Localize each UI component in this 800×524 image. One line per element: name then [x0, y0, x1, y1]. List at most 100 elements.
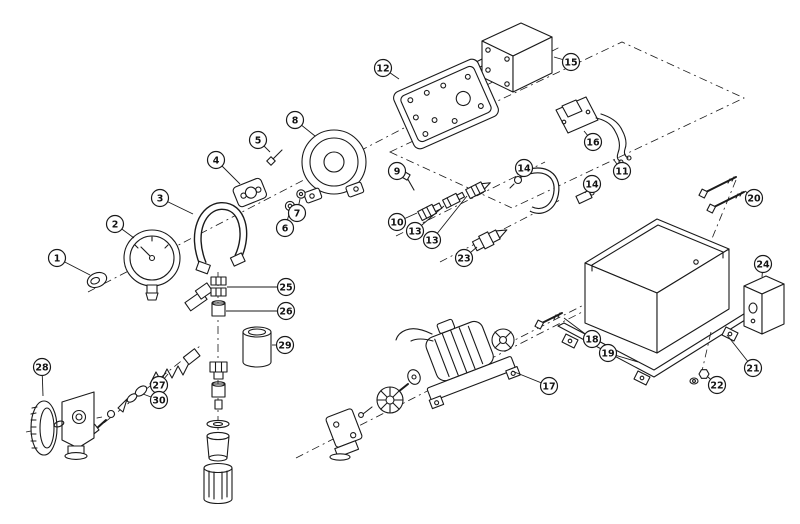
- callout-13: 13: [405, 205, 445, 241]
- callout-balloon: [275, 335, 295, 355]
- callout-number: 5: [255, 135, 262, 146]
- part-motor-mount-bracket: [325, 406, 373, 461]
- callout-29: 29: [272, 335, 295, 355]
- callout-number: 22: [710, 380, 723, 391]
- part-small-screw: [266, 149, 283, 166]
- callout-balloon: [539, 376, 559, 396]
- callout-number: 10: [390, 217, 404, 228]
- callout-19: 19: [598, 343, 639, 363]
- callout-balloon: [248, 130, 268, 150]
- callout-22: 22: [707, 375, 727, 395]
- callout-balloon: [744, 188, 764, 208]
- callout-number: 14: [517, 163, 531, 174]
- part-terminal-bracket: [555, 96, 599, 134]
- callout-balloon: [598, 343, 618, 363]
- part-knurled-knob: [30, 400, 58, 456]
- callout-number: 9: [394, 166, 401, 177]
- callout-6: 6: [275, 210, 295, 238]
- callout-balloon: [276, 277, 296, 297]
- callout-18: 18: [563, 317, 602, 349]
- callout-balloon: [387, 161, 407, 181]
- part-impeller: [376, 386, 404, 414]
- callout-number: 17: [542, 381, 555, 392]
- part-hose: [516, 167, 560, 214]
- callout-1: 1: [47, 248, 91, 276]
- callout-balloon: [753, 254, 773, 274]
- callout-8: 8: [285, 110, 316, 137]
- callout-number: 18: [585, 334, 599, 345]
- callout-balloon: [422, 230, 442, 250]
- part-screws-pair: [698, 176, 745, 214]
- part-spring-assembly: [87, 348, 201, 436]
- callout-balloon: [47, 248, 67, 268]
- callout-balloon: [582, 174, 602, 194]
- callout-number: 13: [408, 226, 421, 237]
- callout-number: 2: [112, 219, 119, 230]
- callout-balloon: [405, 221, 425, 241]
- callout-16: 16: [583, 130, 603, 152]
- callout-number: 27: [152, 380, 165, 391]
- callout-number: 19: [601, 348, 614, 359]
- callout-5: 5: [248, 130, 271, 153]
- callout-7: 7: [287, 198, 307, 223]
- callout-number: 6: [282, 223, 289, 234]
- callout-24: 24: [753, 254, 773, 278]
- callout-leader-line: [431, 195, 468, 241]
- callout-balloon: [454, 248, 474, 268]
- callout-number: 11: [615, 166, 628, 177]
- callout-number: 15: [564, 57, 577, 68]
- part-housing-screw: [534, 312, 563, 330]
- callout-number: 30: [152, 395, 166, 406]
- callout-10: 10: [387, 212, 418, 232]
- callout-number: 25: [279, 282, 292, 293]
- part-fitting-b: [442, 191, 466, 209]
- callout-30: 30: [142, 390, 169, 410]
- part-flange-bracket: [232, 177, 267, 208]
- part-base-plate: [557, 311, 754, 386]
- callout-number: 13: [425, 235, 438, 246]
- callout-balloon: [285, 110, 305, 130]
- callout-number: 3: [157, 193, 164, 204]
- callout-12: 12: [373, 58, 400, 80]
- part-compression-nuts: [210, 276, 227, 297]
- callout-number: 7: [294, 208, 301, 219]
- part-hose-connector: [509, 175, 523, 189]
- callout-20: 20: [744, 188, 764, 208]
- callout-number: 29: [278, 340, 291, 351]
- callout-balloon: [105, 214, 125, 234]
- part-mounting-panel: [393, 58, 499, 150]
- callout-number: 28: [35, 362, 49, 373]
- callout-13: 13: [422, 195, 468, 250]
- part-filter-canister: [242, 326, 272, 368]
- callout-3: 3: [150, 188, 194, 215]
- callout-number: 16: [586, 137, 600, 148]
- part-valve-bracket: [53, 391, 95, 460]
- part-nut-washer: [689, 369, 710, 385]
- callout-balloon: [514, 158, 534, 178]
- callout-balloon: [206, 150, 226, 170]
- part-housing-cover: [584, 218, 730, 354]
- callout-balloon: [32, 357, 52, 377]
- callout-number: 23: [457, 253, 470, 264]
- callout-26: 26: [226, 301, 296, 321]
- callout-balloon: [612, 161, 632, 181]
- part-pump-motor-assembly: [395, 318, 521, 410]
- callout-number: 4: [213, 155, 220, 166]
- part-fitting-c: [465, 181, 491, 200]
- part-mount-block: [743, 275, 785, 335]
- part-nozzle-fitting: [471, 229, 508, 252]
- callout-4: 4: [206, 150, 241, 185]
- part-elbow-fitting: [184, 282, 214, 312]
- callout-balloon: [582, 329, 602, 349]
- callout-balloons: 1234567891011121313141415161718192021222…: [32, 52, 773, 410]
- callout-balloon: [276, 301, 296, 321]
- callout-balloon: [583, 132, 603, 152]
- callout-balloon: [743, 358, 763, 378]
- callout-balloon: [387, 212, 407, 232]
- part-lower-valve-stack: [203, 361, 233, 505]
- callout-balloon: [707, 375, 727, 395]
- callout-balloon: [561, 52, 581, 72]
- callout-balloon: [149, 390, 169, 410]
